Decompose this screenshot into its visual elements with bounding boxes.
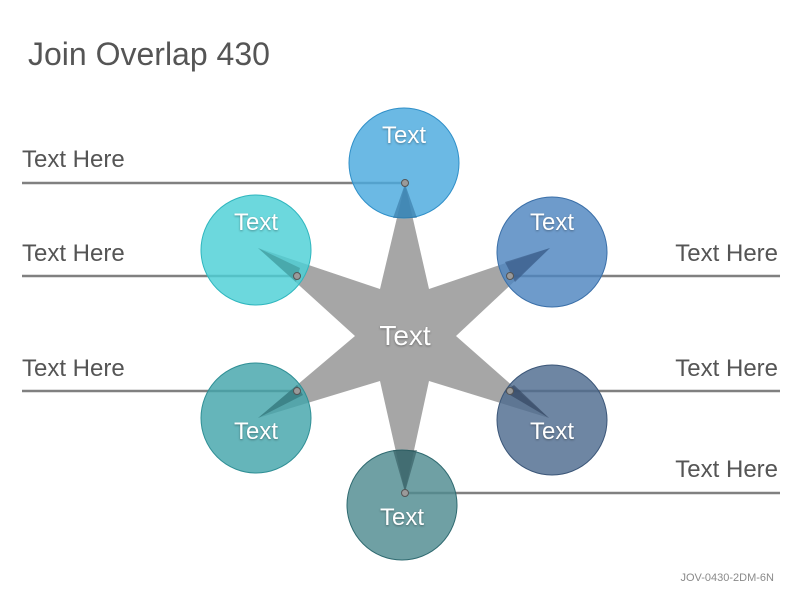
node-circle-lower-left — [200, 362, 312, 474]
node-label-upper-right: Text — [529, 209, 574, 236]
overlap-tip-top — [393, 184, 417, 218]
node-label-bottom: Text — [379, 504, 424, 531]
node-circle-upper-left — [200, 194, 312, 306]
slide-title: Join Overlap 430 — [28, 36, 270, 72]
overlap-tip-lower-right — [505, 385, 549, 418]
node-label-top: Text — [381, 122, 426, 149]
connector-dot-lower-left — [293, 387, 301, 395]
callout-label-bottom-right: Text Here — [675, 456, 778, 483]
overlap-tip-lower-left — [258, 385, 303, 418]
center-label: Text — [379, 320, 431, 351]
overlap-tip-upper-left — [258, 248, 300, 282]
footer-code: JOV-0430-2DM-6N — [680, 572, 774, 584]
connector-dot-upper-left — [293, 272, 301, 280]
node-label-lower-right: Text — [529, 418, 574, 445]
node-circle-upper-right — [496, 196, 608, 308]
node-circle-lower-right — [496, 364, 608, 476]
node-label-upper-left: Text — [233, 209, 278, 236]
callout-label-lower-left: Text Here — [22, 355, 125, 382]
callout-label-lower-right: Text Here — [675, 355, 778, 382]
node-label-lower-left: Text — [233, 418, 278, 445]
center-star — [258, 184, 550, 492]
overlap-tip-bottom — [393, 450, 417, 492]
callout-label-upper-right: Text Here — [675, 240, 778, 267]
connector-dot-upper-right — [506, 272, 514, 280]
overlap-tip-upper-right — [505, 248, 550, 282]
connector-dot-bottom — [401, 489, 409, 497]
callout-label-top-left: Text Here — [22, 146, 125, 173]
connector-dot-lower-right — [506, 387, 514, 395]
callout-label-upper-left: Text Here — [22, 240, 125, 267]
connector-dot-top — [401, 179, 409, 187]
